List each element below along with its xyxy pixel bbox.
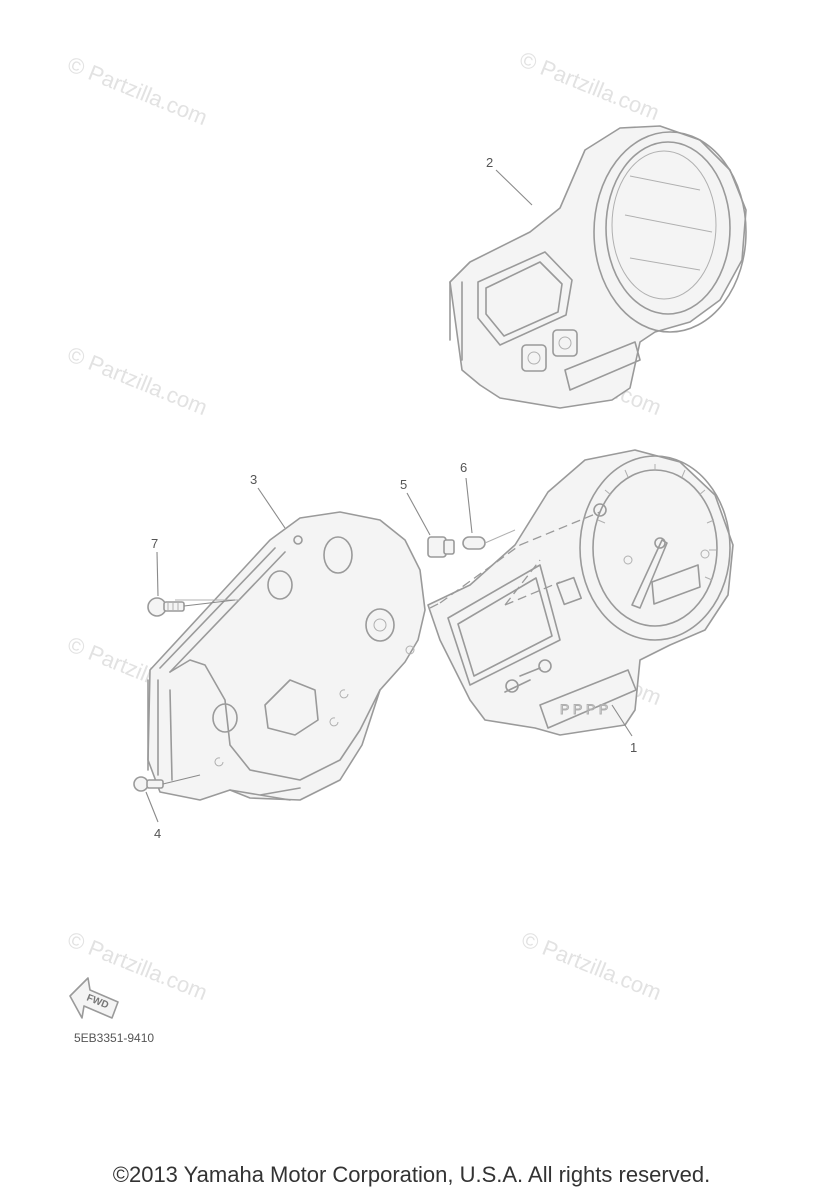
watermark: © Partzilla.com	[64, 341, 211, 420]
part-5-socket	[427, 536, 455, 558]
callout-6: 6	[460, 460, 467, 475]
watermark: © Partzilla.com	[516, 46, 663, 125]
watermark: © Partzilla.com	[64, 51, 211, 130]
callout-4: 4	[154, 826, 161, 841]
part-7-screw	[147, 597, 236, 617]
diagram-code: 5EB3351-9410	[74, 1031, 155, 1045]
copyright-notice: ©2013 Yamaha Motor Corporation, U.S.A. A…	[112, 1162, 711, 1187]
callout-5: 5	[400, 477, 407, 492]
part-3-meter-case	[147, 511, 426, 801]
part-2-meter-cover	[449, 125, 747, 409]
callout-1: 1	[630, 740, 637, 755]
callout-2: 2	[486, 155, 493, 170]
part-1-meter-assembly: P P P P	[427, 449, 734, 736]
part-4-screw	[133, 774, 201, 792]
callouts: 1 2 3 4 5 6 7	[145, 155, 637, 841]
part-6-bulb	[462, 529, 516, 550]
fwd-arrow-icon: FWD	[69, 977, 119, 1019]
callout-3: 3	[250, 472, 257, 487]
watermark: © Partzilla.com	[518, 926, 665, 1005]
callout-7: 7	[151, 536, 158, 551]
svg-text:P P P P: P P P P	[560, 701, 608, 717]
